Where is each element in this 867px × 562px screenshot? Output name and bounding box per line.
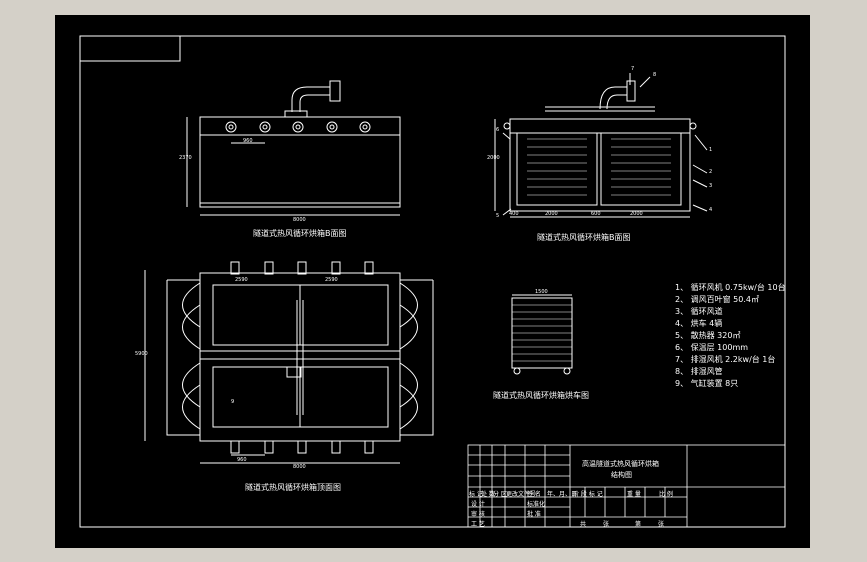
top-view-caption: 隧道式热风循环烘箱顶面图 [245,483,341,492]
dim-top-width: 5900 [135,351,148,357]
side-view [186,80,401,216]
callout-5: 5 [496,213,500,219]
callout-9: 9 [231,399,235,405]
tb-row-count: 处 数 [481,491,495,498]
tb-role-review: 审 核 [471,511,485,518]
top-view [144,261,434,464]
end-view [494,73,708,218]
legend-item-2: 2、 调风百叶窗 50.4㎡ [675,295,759,304]
tb-role-standard: 标准化 [527,501,546,508]
title-line-2: 结构图 [611,471,632,479]
dim-side-width: 8000 [293,217,306,223]
tb-sheet-unit2: 张 [658,521,665,528]
tb-row-mark: 标 记 [469,491,483,498]
drawing-sheet: 隧道式热风循环烘箱B面图 隧道式热风循环烘箱B面图 隧道式热风循环烘箱顶面图 隧… [55,15,810,548]
dim-cart-width: 1500 [535,289,548,295]
title-line-1: 高温隧道式热风循环烘箱 [582,460,659,468]
tb-meta-scale: 比 例 [659,491,673,498]
tb-row-date: 年、月、日 [547,491,578,498]
callout-1: 1 [709,147,713,153]
title-block [467,444,786,528]
tb-role-approve: 批 准 [527,511,541,518]
tb-meta-weight: 重 量 [627,491,641,498]
dim-side-spacing: 960 [243,138,253,144]
dim-end-h: 2000 [487,155,500,161]
dim-end-c: 600 [591,211,601,217]
fan-circles [225,121,371,133]
dim-top-total: 8000 [293,464,306,470]
tb-role-process: 工 艺 [471,521,485,528]
cart-view [511,294,573,375]
callout-7: 7 [631,66,635,72]
side-view-caption: 隧道式热风循环烘箱B面图 [253,229,347,238]
dim-end-d: 2000 [630,211,643,217]
cad-drawing [79,35,786,528]
dim-top-spacing: 960 [237,457,247,463]
tb-meta-stage: 阶 段 标 记 [573,491,603,498]
dim-side-height: 2370 [179,155,192,161]
tb-row-sign: 签 名 [527,491,541,498]
legend-item-7: 7、 排湿风机 2.2kw/台 1台 [675,355,776,364]
tb-sheet-total: 共 [580,521,587,528]
corner-stamp [79,35,181,62]
callout-6: 6 [496,127,500,133]
callout-4: 4 [709,207,713,213]
tb-row-docno: 更改文件号 [506,491,537,498]
end-view-caption: 隧道式热风循环烘箱B面图 [537,233,631,242]
dim-top-seg1: 2590 [235,277,248,283]
legend-item-4: 4、 烘车 4辆 [675,319,723,328]
legend-item-9: 9、 气缸装置 8只 [675,379,739,388]
tb-role-design: 设 计 [471,501,485,508]
tb-sheet-no: 第 [635,521,642,528]
dim-top-seg2: 2590 [325,277,338,283]
legend-item-6: 6、 保温层 100mm [675,343,749,352]
callout-2: 2 [709,169,713,175]
legend-item-5: 5、 散热器 320㎡ [675,331,741,340]
callout-8: 8 [653,72,657,78]
dim-end-b: 2000 [545,211,558,217]
dim-end-a: 400 [509,211,519,217]
legend-item-8: 8、 排湿风管 [675,367,723,376]
tb-row-zone: 分 区 [493,491,507,498]
cart-view-caption: 隧道式热风循环烘箱烘车图 [493,391,589,400]
drawing-border [79,35,786,528]
tb-sheet-unit1: 张 [603,521,610,528]
legend-item-1: 1、 循环风机 0.75kw/台 10台 [675,283,786,292]
callout-3: 3 [709,183,713,189]
legend-item-3: 3、 循环风道 [675,307,723,316]
